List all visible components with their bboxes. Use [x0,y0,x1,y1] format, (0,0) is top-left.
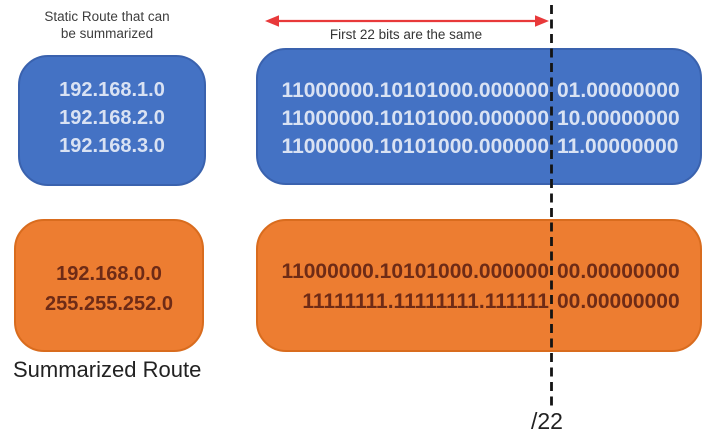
static-routes-caption-line1: Static Route that can [44,9,170,24]
binary-row: 11000000.10101000.000000 00.00000000 [258,257,700,287]
static-routes-caption-line2: be summarized [60,26,154,41]
route-address: 192.168.2.0 [59,107,165,129]
binary-prefix-bits: 11000000.10101000.000000 [281,79,549,102]
binary-host-bits: 00.00000000 [557,290,680,313]
arrowhead-right-icon [535,15,549,27]
summarized-route-label: Summarized Route [13,357,202,382]
binary-row: 11000000.10101000.000000 01.00000000 [258,77,700,105]
static-routes-binary-box: 11000000.10101000.000000 01.00000000 110… [256,48,702,185]
binary-row: 11111111.11111111.111111 00.00000000 [258,287,700,317]
binary-prefix-bits: 11111111.11111111.111111 [302,290,549,313]
arrowhead-left-icon [265,15,279,27]
static-routes-box: 192.168.1.0 192.168.2.0 192.168.3.0 [18,55,206,186]
route-address: 192.168.1.0 [59,79,165,101]
summary-subnet-mask: 255.255.252.0 [45,293,173,315]
binary-prefix-bits: 11000000.10101000.000000 [281,135,549,158]
route-address: 192.168.3.0 [59,135,165,157]
binary-host-bits: 00.00000000 [557,260,680,283]
binary-host-bits: 11.00000000 [557,135,679,158]
binary-host-bits: 01.00000000 [557,79,680,102]
binary-host-bits: 10.00000000 [557,107,680,130]
bits-same-caption: First 22 bits are the same [329,27,483,42]
binary-prefix-bits: 11000000.10101000.000000 [281,260,549,283]
binary-prefix-bits: 11000000.10101000.000000 [281,107,549,130]
summarized-binary-box: 11000000.10101000.000000 00.00000000 111… [256,219,702,352]
binary-row: 11000000.10101000.000000 10.00000000 [258,105,700,133]
prefix-length-label: /22 [531,408,563,434]
summary-network-address: 192.168.0.0 [56,263,162,285]
binary-row: 11000000.10101000.000000 11.00000000 [258,133,700,161]
summarized-route-box: 192.168.0.0 255.255.252.0 [14,219,204,352]
static-routes-caption: Static Route that can be summarized [28,8,186,42]
